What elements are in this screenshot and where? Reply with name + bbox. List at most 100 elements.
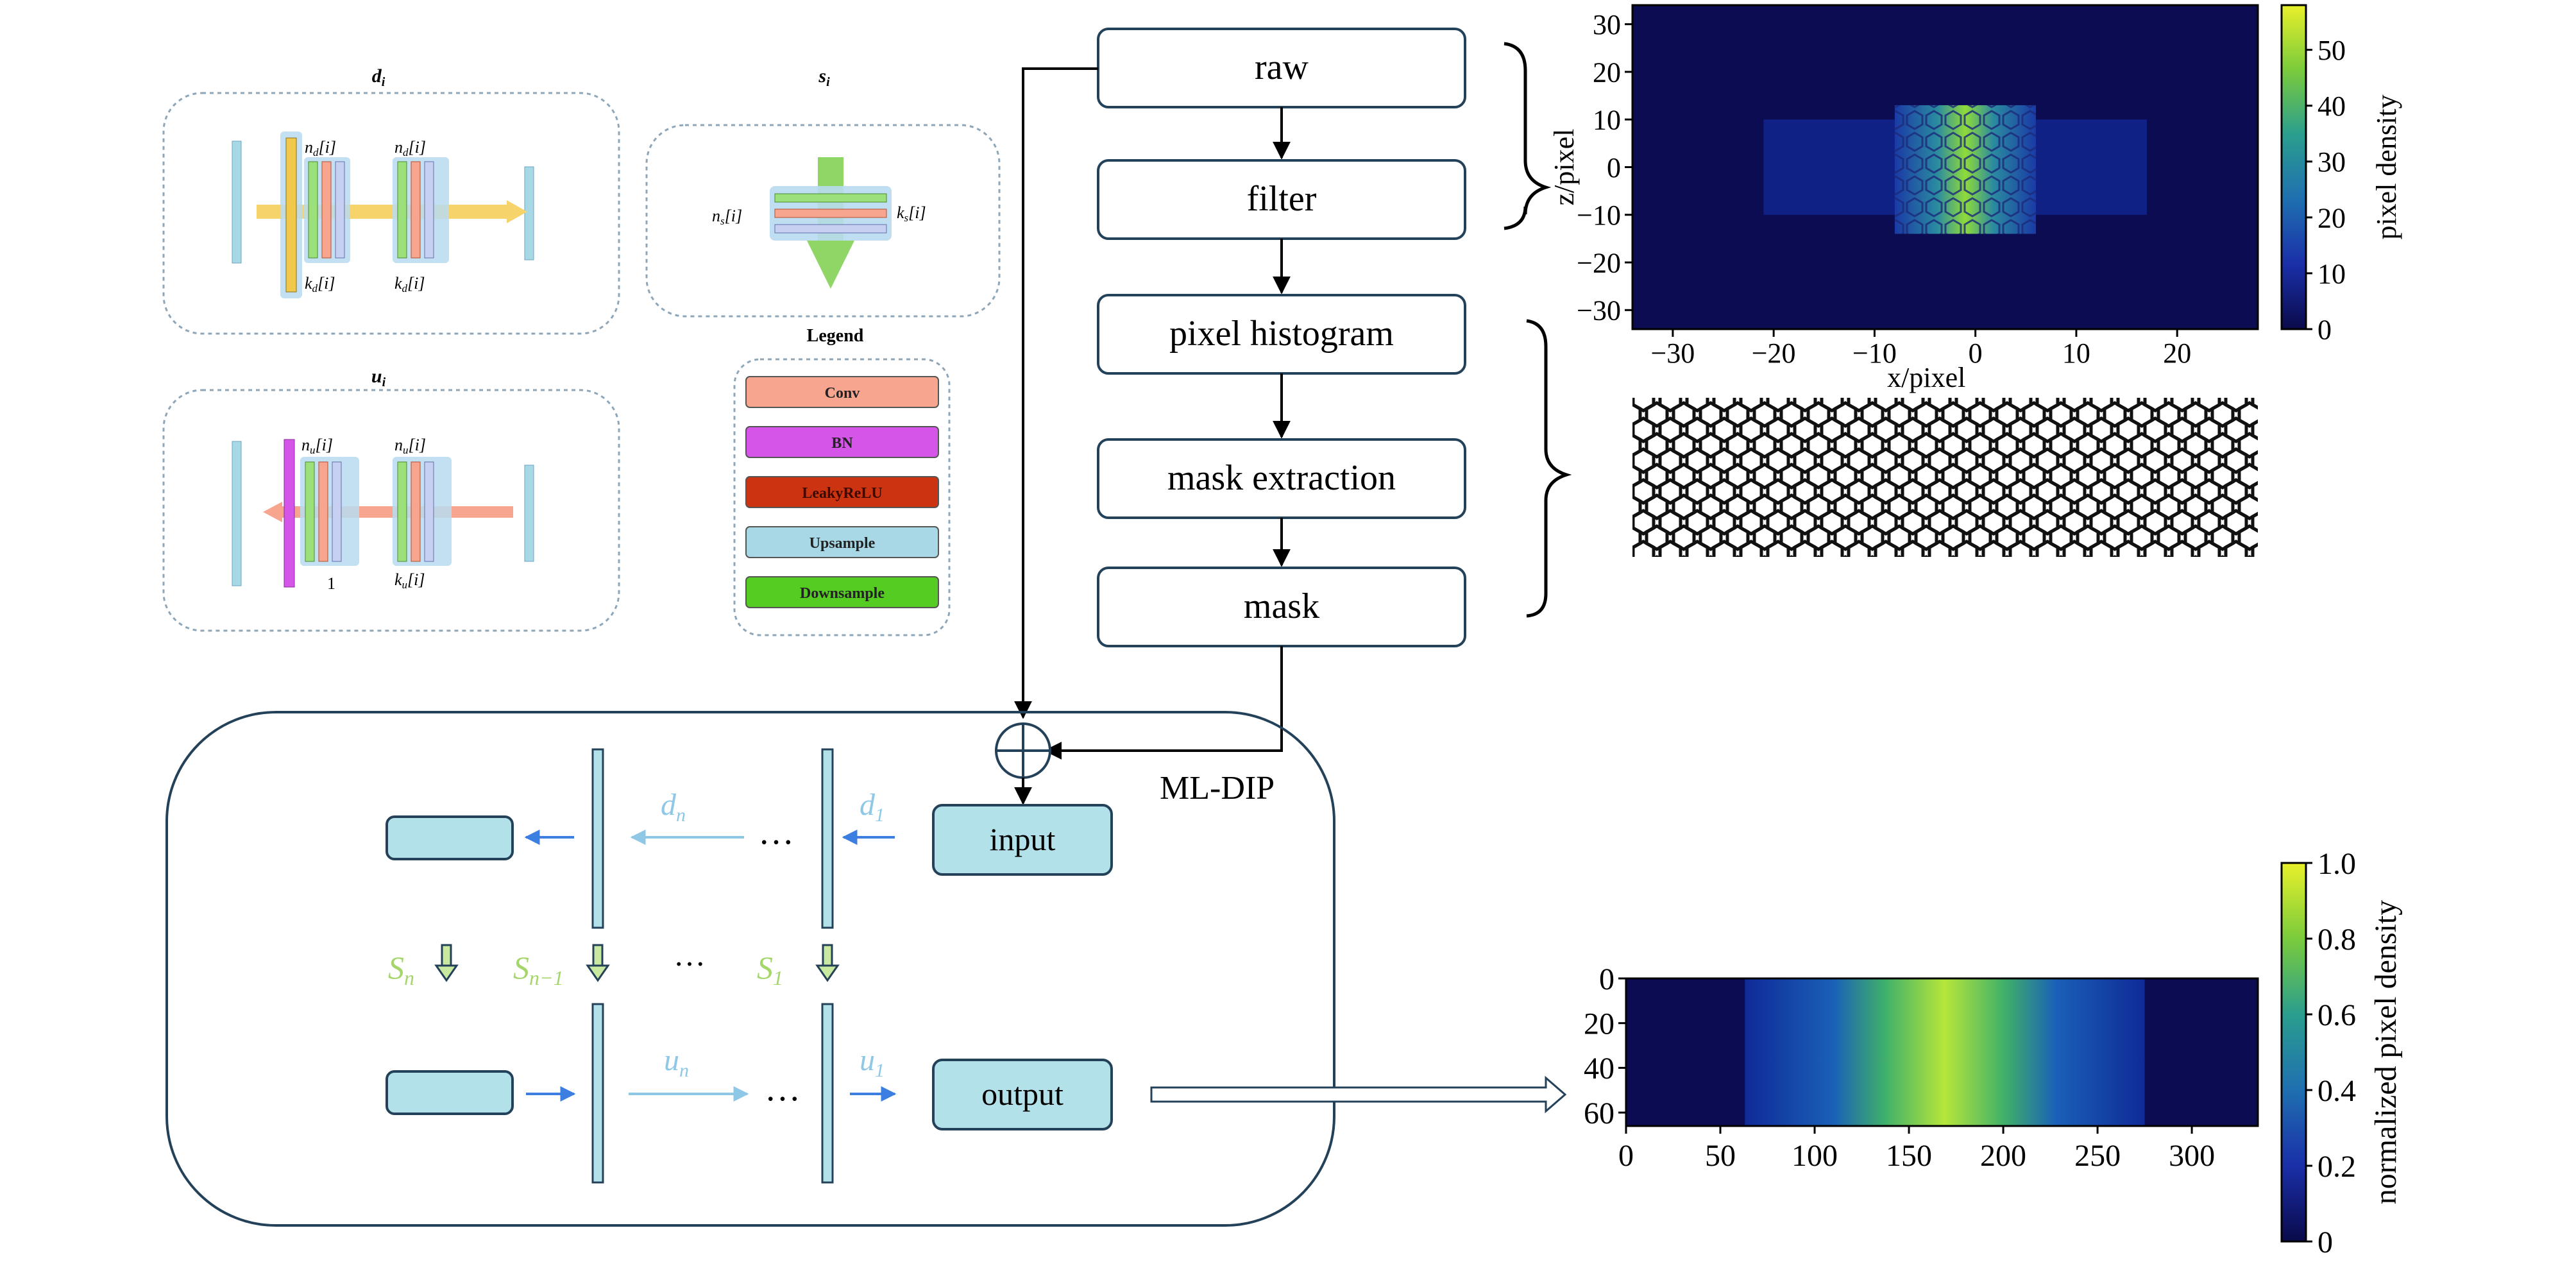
s1-label: S1 xyxy=(757,950,783,989)
encoder-dots: … xyxy=(758,812,794,852)
colorbar-tick-label: 10 xyxy=(2318,258,2346,289)
legend-label-2: LeakyReLU xyxy=(802,485,882,502)
skip-arrow-1 xyxy=(815,944,840,982)
flow-step-label-2: pixel histogram xyxy=(1169,314,1394,354)
u-conv-group-2 xyxy=(393,457,452,566)
skip-dots: … xyxy=(674,937,706,973)
x-tick-label: 50 xyxy=(1705,1139,1736,1173)
u-conv-group-1 xyxy=(300,457,359,566)
x-tick-label: 300 xyxy=(2169,1139,2215,1173)
u-label-one: 1 xyxy=(327,574,335,593)
x-tick-label: 10 xyxy=(2062,337,2090,369)
decoder-input-box xyxy=(386,1070,514,1115)
input-label: input xyxy=(990,821,1056,857)
legend-swatch-3 xyxy=(745,526,939,558)
d-label-kd-1: kd[i] xyxy=(305,274,335,294)
y-axis-label: z/pixel xyxy=(1548,129,1580,206)
x-tick-label: −20 xyxy=(1752,337,1796,369)
colorbar-tick-label: 1.0 xyxy=(2318,847,2356,881)
flow-step-label-1: filter xyxy=(1247,179,1317,219)
un-label: un xyxy=(664,1043,689,1081)
y-tick-label: −20 xyxy=(1577,247,1621,278)
y-tick-label: 40 xyxy=(1584,1052,1614,1086)
encoder-output-box xyxy=(386,815,514,860)
y-tick-label: 0 xyxy=(1607,152,1621,183)
legend-label-0: Conv xyxy=(825,385,860,402)
colorbar-tick-label: 30 xyxy=(2318,146,2346,178)
x-tick-label: 100 xyxy=(1792,1139,1838,1173)
y-tick-label: 30 xyxy=(1593,9,1621,40)
x-tick-label: 250 xyxy=(2074,1139,2121,1173)
y-tick-label: 0 xyxy=(1599,962,1614,996)
x-tick-label: −10 xyxy=(1852,337,1897,369)
hexagonal-structure xyxy=(1894,105,2037,234)
d1-label: d1 xyxy=(860,788,885,826)
d-output-bar xyxy=(524,166,534,260)
legend-swatch-0 xyxy=(745,376,939,408)
sn1-label: Sn−1 xyxy=(513,950,564,989)
ml-dip-block: ML-DIP input output … d1 dn … un u1 xyxy=(165,711,1335,1227)
skip-arrow-n1 xyxy=(586,944,610,982)
decoder-bar-n xyxy=(591,1003,604,1184)
d-label-kd-2: kd[i] xyxy=(394,274,425,294)
skip-arrow-n xyxy=(434,944,459,982)
u-label-ku: ku[i] xyxy=(394,570,425,591)
colorbar-label: normalized pixel density xyxy=(2369,900,2403,1205)
legend-label-3: Upsample xyxy=(809,535,876,552)
y-tick-label: 20 xyxy=(1593,56,1621,88)
s-label-ks: ks[i] xyxy=(897,203,926,224)
s-label-ns: ns[i] xyxy=(712,207,742,227)
output-label: output xyxy=(981,1076,1063,1112)
colorbar-tick-label: 0.2 xyxy=(2318,1150,2356,1184)
hexagonal-mask xyxy=(1632,398,2258,557)
d-block-title: di xyxy=(372,65,386,89)
mask-to-sum-line xyxy=(1044,646,1283,760)
u-block: ui nu[i] 1 nu[i] ku[i] xyxy=(162,366,620,632)
flow-step-label-0: raw xyxy=(1255,47,1309,87)
encoder-bar-1 xyxy=(821,748,834,929)
input-box xyxy=(932,804,1113,876)
colorbar-tick-label: 20 xyxy=(2318,202,2346,234)
x-tick-label: −30 xyxy=(1650,337,1695,369)
colorbar-tick-label: 0.4 xyxy=(2318,1074,2356,1108)
decoder-dots: … xyxy=(765,1069,801,1109)
x-tick-label: 0 xyxy=(1969,337,1983,369)
colorbar-tick-label: 0.6 xyxy=(2318,998,2356,1032)
d-label-nd-1: nd[i] xyxy=(305,138,336,158)
colorbar-tick-label: 0 xyxy=(2318,1225,2333,1259)
sn-label: Sn xyxy=(388,950,414,989)
y-tick-label: 20 xyxy=(1584,1007,1614,1041)
x-tick-label: 20 xyxy=(2163,337,2191,369)
ml-dip-frame xyxy=(165,711,1335,1227)
u1-label: u1 xyxy=(860,1043,885,1081)
legend-label-1: BN xyxy=(831,435,853,452)
brace-histogram-mask xyxy=(1526,319,1572,618)
legend-swatch-1 xyxy=(745,426,939,458)
legend-frame xyxy=(733,358,951,636)
legend-title: Legend xyxy=(807,326,864,346)
y-tick-label: 10 xyxy=(1593,105,1621,136)
s-block: si ns[i] ks[i] xyxy=(645,65,1001,318)
x-axis-label: x/pixel xyxy=(1887,362,1965,393)
d-block: di nd[i] kd[i] nd[i] kd[i] xyxy=(162,65,620,335)
decoder-bar-1 xyxy=(821,1003,834,1184)
colorbar-tick-label: 0.8 xyxy=(2318,923,2356,957)
x-tick-label: 200 xyxy=(1980,1139,2026,1173)
flow-step-label-4: mask xyxy=(1244,586,1319,626)
colorbar-tick-label: 40 xyxy=(2318,90,2346,122)
colorbar-tick-label: 50 xyxy=(2318,35,2346,66)
raw-to-sum-line xyxy=(1014,67,1098,719)
y-tick-label: −30 xyxy=(1577,295,1621,327)
colorbar-tick-label: 0 xyxy=(2318,314,2332,345)
pixel-density-heatmap: −30 −20 −10 0 10 20 30 20 10 0 −10 −20 −30 x/pixel z/p… xyxy=(1548,4,2402,393)
u-block-title: ui xyxy=(371,366,386,389)
u-label-nu-2: nu[i] xyxy=(394,436,426,456)
colorbar xyxy=(2280,4,2307,330)
d-label-nd-2: nd[i] xyxy=(394,138,426,158)
y-tick-label: 60 xyxy=(1584,1096,1614,1130)
legend-label-4: Downsample xyxy=(800,585,885,602)
y-tick-label: −10 xyxy=(1577,200,1621,231)
s-block-frame xyxy=(645,124,1001,318)
